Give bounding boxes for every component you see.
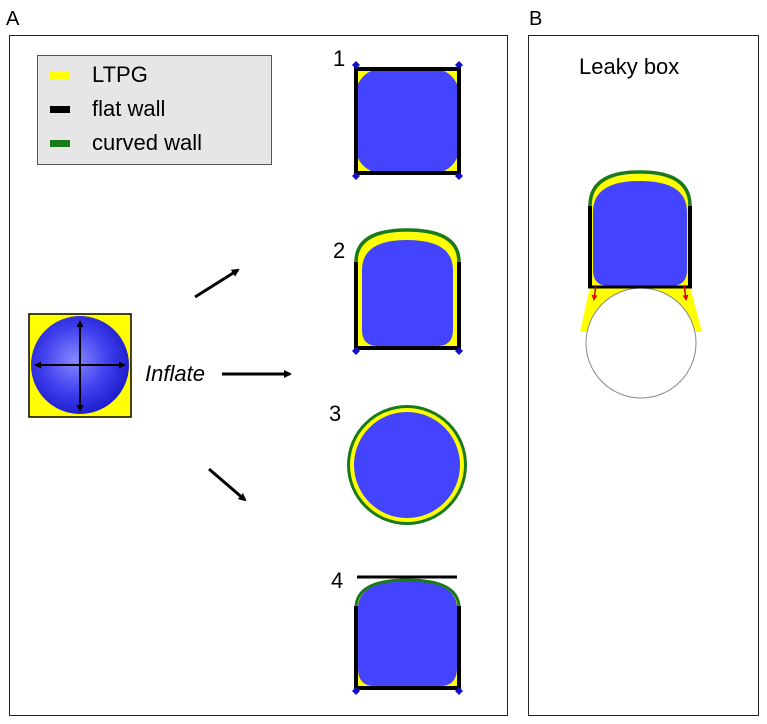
- arrow-to-case-4: [208, 467, 247, 502]
- legend: LTPG flat wall curved wall: [37, 55, 272, 165]
- case-3-cell: [354, 412, 460, 518]
- leaky-box-title: Leaky box: [579, 54, 680, 79]
- panel-a-label: A: [6, 8, 20, 30]
- arrow-to-case-2: [194, 268, 240, 299]
- case-1-label: 1: [333, 46, 346, 71]
- case-2-flat-walls: [354, 262, 461, 350]
- case-3-label: 3: [329, 401, 342, 426]
- case-4-flat-walls: [354, 606, 461, 690]
- leaky-box-flat-walls: [588, 206, 692, 287]
- curved-wall-swatch: [50, 139, 70, 147]
- case-4-cell: [358, 581, 457, 686]
- case-2-cell: [362, 240, 453, 346]
- panel-b-label: B: [529, 8, 543, 30]
- case-4-corner-markers: [352, 687, 463, 695]
- case-4-label: 4: [331, 568, 344, 593]
- case-2-label: 2: [333, 238, 346, 263]
- legend-label: curved wall: [92, 130, 203, 155]
- flat-wall-swatch: [50, 105, 70, 113]
- case-2-corner-markers: [352, 347, 463, 355]
- case-4: [352, 575, 463, 695]
- legend-label: LTPG: [92, 62, 148, 87]
- leaky-box-cell: [593, 181, 687, 286]
- case-1: [352, 61, 463, 180]
- inflate-label: Inflate: [145, 361, 205, 386]
- leaky-box-outside-circle: [585, 287, 697, 399]
- leaky-box-curved-wall: [588, 170, 692, 207]
- case-4-curved-wall: [354, 578, 461, 607]
- case-3: [347, 405, 467, 525]
- case-1-cell: [356, 69, 459, 173]
- case-1-corner-markers: [352, 61, 463, 180]
- case-1-flat-walls: [354, 67, 461, 175]
- case-2: [352, 228, 463, 355]
- leak-arrow-right: [682, 284, 689, 301]
- initial-state: [28, 313, 132, 418]
- case-2-curved-wall: [354, 228, 461, 263]
- legend-label: flat wall: [92, 96, 166, 121]
- legend-item-flat-wall: flat wall: [50, 94, 165, 124]
- legend-item-curved-wall: curved wall: [50, 128, 202, 158]
- leaky-box: [580, 170, 702, 399]
- legend-item-ltpg: LTPG: [50, 60, 148, 90]
- ltpg-swatch: [50, 71, 70, 79]
- leak-arrow-left: [591, 284, 598, 301]
